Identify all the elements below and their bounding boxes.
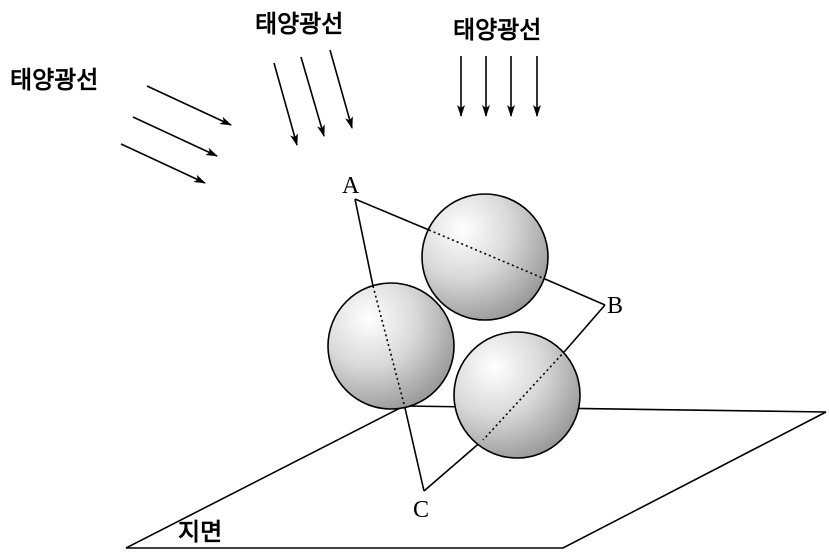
sunlight-label-left: 태양광선 — [10, 65, 98, 94]
sunlight-arrow — [300, 56, 325, 137]
sunlight-arrow — [146, 85, 232, 126]
edge-a-to-sphere-left — [354, 198, 374, 287]
vertex-label-b: B — [607, 293, 623, 319]
sphere-top — [421, 193, 549, 321]
sunlight-arrows-oblique — [120, 85, 232, 184]
sunlight-label-right: 태양광선 — [453, 15, 541, 44]
sunlight-arrows-steep — [273, 49, 353, 146]
sunlight-arrow — [120, 143, 206, 184]
edge-sphere-top-to-b — [544, 278, 606, 306]
ground-plane — [125, 405, 827, 549]
hidden-edge-right — [482, 350, 566, 441]
hidden-edges — [372, 229, 566, 441]
sunlight-arrow — [132, 116, 218, 157]
sunlight-arrows-vertical — [457, 56, 541, 117]
hidden-edge-top — [428, 229, 546, 280]
sphere-right — [453, 331, 581, 459]
vertex-label-c: C — [413, 497, 429, 523]
sphere-left — [327, 282, 455, 410]
triangle-abc — [354, 198, 606, 492]
ground-label: 지면 — [178, 517, 222, 546]
edge-b-to-sphere-right — [564, 304, 606, 352]
sunlight-arrow — [273, 62, 298, 146]
hidden-edge-left — [372, 285, 406, 409]
vertex-label-a: A — [342, 173, 360, 199]
edge-sphere-left-to-c — [404, 407, 425, 492]
sunlight-arrow — [329, 49, 353, 129]
sunlight-label-mid: 태양광선 — [255, 9, 343, 38]
edge-sphere-right-to-c — [423, 439, 484, 492]
edge-a-to-sphere-top — [354, 198, 430, 231]
